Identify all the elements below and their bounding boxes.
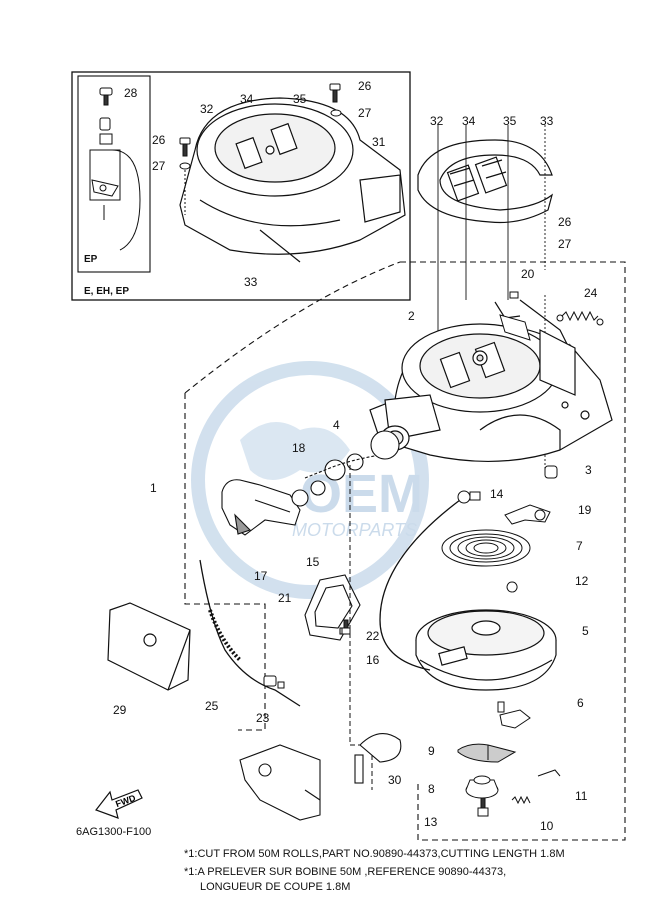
rope-handle xyxy=(221,430,400,536)
inset-variant-box: E, EH, EP EP xyxy=(71,71,411,301)
callout-21: 21 xyxy=(278,591,292,605)
spiral-spring-7 xyxy=(441,529,531,567)
callout-26-inset-2: 26 xyxy=(152,133,166,147)
callout-4: 4 xyxy=(333,418,340,432)
callout-27-inset-3: 27 xyxy=(152,159,166,173)
part-23 xyxy=(263,675,285,689)
callout-12: 12 xyxy=(575,574,589,588)
clip-12 xyxy=(506,581,518,593)
callout-27: 27 xyxy=(558,237,572,251)
part-14 xyxy=(457,490,481,504)
inset-ep-label: EP xyxy=(84,254,98,265)
mount-bracket xyxy=(239,744,321,821)
inset-fasteners xyxy=(179,83,342,215)
inset-housing xyxy=(179,97,406,263)
callout-35-inset-6: 35 xyxy=(293,92,307,106)
callout-30: 30 xyxy=(388,773,402,787)
cable-25 xyxy=(199,559,301,707)
note-line-3: LONGUEUR DE COUPE 1.8M xyxy=(200,881,351,893)
watermark: OEM MOTORPARTS xyxy=(191,361,429,599)
callout-26: 26 xyxy=(558,215,572,229)
callout-33: 33 xyxy=(540,114,554,128)
callout-34: 34 xyxy=(462,114,476,128)
callout-26-inset-0: 26 xyxy=(358,79,372,93)
callout-34-inset-5: 34 xyxy=(240,92,254,106)
callout-27-inset-1: 27 xyxy=(358,106,372,120)
callout-16: 16 xyxy=(366,653,380,667)
part-11 xyxy=(537,769,561,777)
assembly-outline xyxy=(184,261,626,841)
callout-13: 13 xyxy=(424,815,438,829)
callout-28: 28 xyxy=(124,86,138,100)
callout-6: 6 xyxy=(577,696,584,710)
cover-29 xyxy=(107,602,191,691)
callout-7: 7 xyxy=(576,539,583,553)
assembly-outline-curve xyxy=(184,261,401,394)
callout-24: 24 xyxy=(584,286,598,300)
callout-23: 23 xyxy=(256,711,270,725)
starter-housing xyxy=(369,299,613,463)
part-3 xyxy=(544,465,558,479)
callout-32-inset-4: 32 xyxy=(200,102,214,116)
callout-32: 32 xyxy=(430,114,444,128)
spring-24 xyxy=(556,310,604,326)
callout-17: 17 xyxy=(254,569,268,583)
callout-18: 18 xyxy=(292,441,306,455)
decal-set xyxy=(417,139,554,224)
callout-5: 5 xyxy=(582,624,589,638)
clip-20 xyxy=(499,291,531,341)
callout-2: 2 xyxy=(408,309,415,323)
pawl-9 xyxy=(457,743,517,763)
part-6 xyxy=(497,701,531,729)
spring-10 xyxy=(511,795,531,805)
callout-25: 25 xyxy=(205,699,219,713)
inset-variant-label: E, EH, EP xyxy=(84,286,129,297)
callout-8: 8 xyxy=(428,782,435,796)
cable-16 xyxy=(379,499,461,671)
bracket-21 xyxy=(304,574,361,641)
cable-25-sheath xyxy=(208,609,242,662)
reel-5 xyxy=(415,609,557,691)
callout-15: 15 xyxy=(306,555,320,569)
callout-labels: 1234567891011121314151617181920212223242… xyxy=(113,79,598,833)
callout-3: 3 xyxy=(585,463,592,477)
bolt-13 xyxy=(477,797,489,817)
callout-14: 14 xyxy=(490,487,504,501)
ep-parts xyxy=(89,87,141,251)
note-line-1: *1:CUT FROM 50M ROLLS,PART NO.90890-4437… xyxy=(184,848,565,860)
fwd-arrow: FWD xyxy=(95,789,143,819)
fwd-label: FWD xyxy=(114,793,137,810)
callout-35: 35 xyxy=(503,114,517,128)
callout-10: 10 xyxy=(540,819,554,833)
part-30 xyxy=(354,733,402,784)
part-8 xyxy=(465,775,499,799)
callout-31: 31 xyxy=(372,135,386,149)
callout-11: 11 xyxy=(575,789,588,803)
callout-20: 20 xyxy=(521,267,535,281)
diagram-code: 6AG1300-F100 xyxy=(76,826,152,838)
note-line-2: *1:A PRELEVER SUR BOBINE 50M ,REFERENCE … xyxy=(184,866,507,878)
part-19 xyxy=(504,504,551,525)
callout-1: 1 xyxy=(150,481,157,495)
screw-22 xyxy=(341,619,351,635)
callout-22: 22 xyxy=(366,629,380,643)
callout-29: 29 xyxy=(113,703,127,717)
callout-9: 9 xyxy=(428,744,435,758)
callout-19: 19 xyxy=(578,503,592,517)
watermark-sub: MOTORPARTS xyxy=(292,520,417,540)
callout-33-inset-7: 33 xyxy=(244,275,258,289)
